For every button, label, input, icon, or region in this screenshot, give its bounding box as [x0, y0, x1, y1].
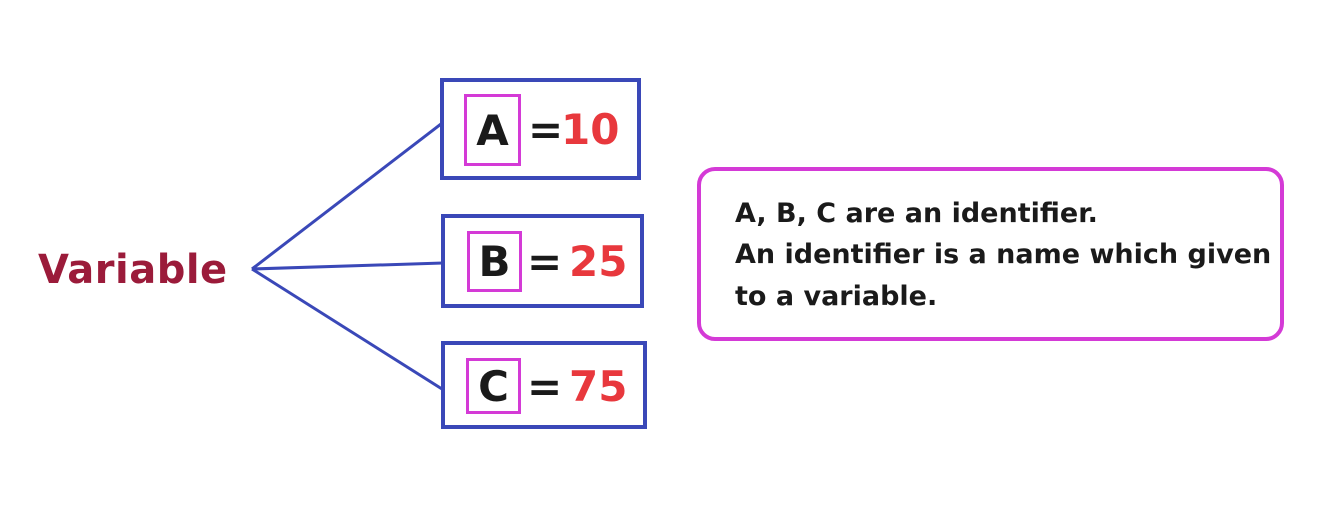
identifier-a: A [476, 105, 509, 155]
identifier-box-a: A [464, 94, 521, 166]
value-a: 10 [561, 105, 620, 154]
equals-sign-b: = [527, 237, 563, 286]
variable-box-b: B = 25 [441, 214, 644, 308]
value-b: 25 [569, 237, 628, 286]
note-line-3: to a variable. [735, 281, 938, 312]
equals-sign-c: = [527, 362, 563, 411]
identifier-box-c: C [466, 358, 521, 414]
connector-line-a [251, 122, 442, 271]
connector-line-c [251, 267, 443, 391]
identifier-note-box: A, B, C are an identifier. An identifier… [697, 167, 1284, 341]
identifier-b: B [478, 237, 511, 286]
variable-box-a: A = 10 [440, 78, 641, 180]
variable-box-c: C = 75 [441, 341, 647, 429]
identifier-box-b: B [467, 231, 522, 292]
identifier-c: C [478, 361, 509, 411]
equals-sign-a: = [528, 105, 564, 154]
note-line-1: A, B, C are an identifier. [735, 198, 1098, 229]
note-line-2: An identifier is a name which given [735, 239, 1272, 270]
connector-line-b [251, 261, 444, 271]
value-c: 75 [569, 362, 628, 411]
root-label-variable: Variable [38, 247, 228, 293]
